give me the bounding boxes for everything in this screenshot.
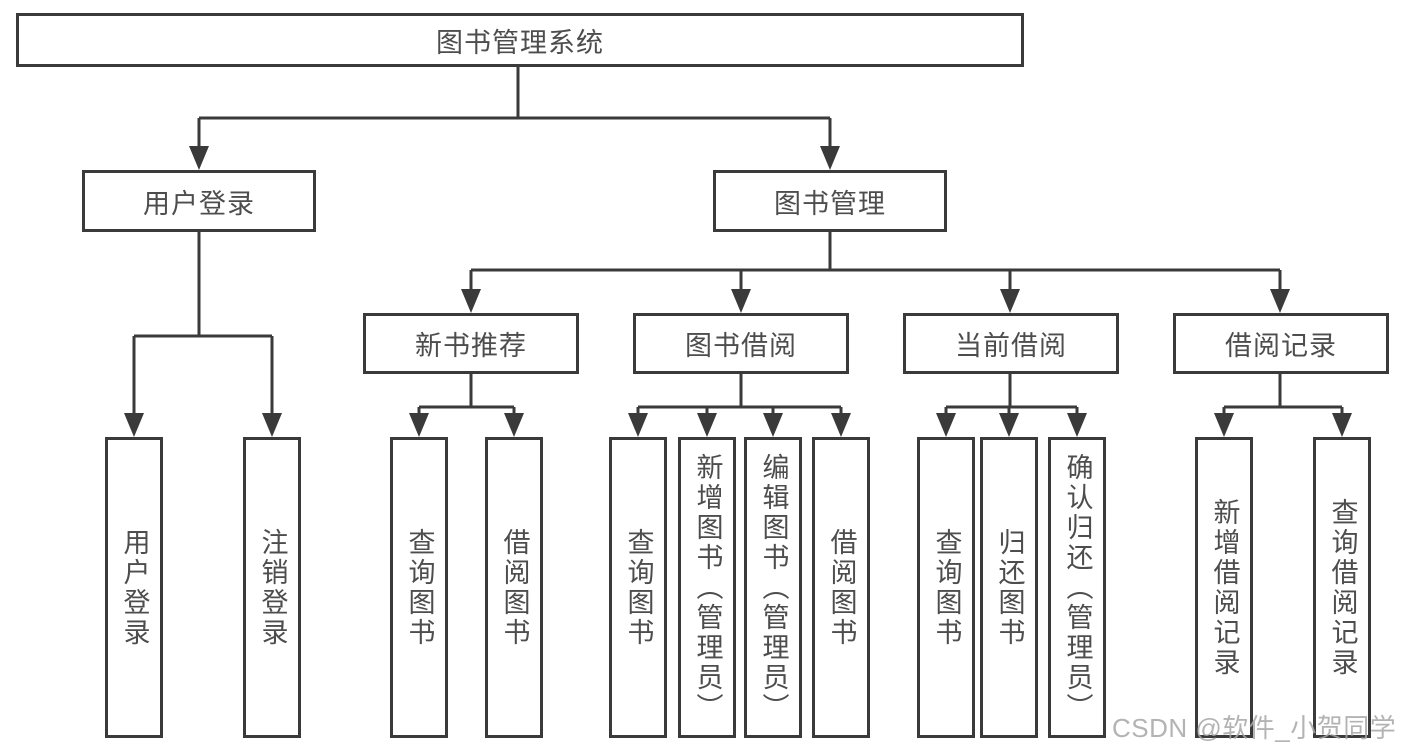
- leaf-label: 新增图书（管理员）: [692, 452, 723, 723]
- leaf-newbook-query-books: 查询图书: [390, 437, 448, 738]
- leaf-label: 查询图书: [623, 527, 654, 648]
- leaf-label: 新增借阅记录: [1209, 497, 1240, 678]
- leaf-edit-book-admin: 编辑图书（管理员）: [744, 437, 802, 738]
- node-new-book-recommend: 新书推荐: [363, 313, 579, 374]
- leaf-return-books: 归还图书: [980, 437, 1038, 738]
- node-book-management: 图书管理: [713, 170, 947, 232]
- leaf-logout: 注销登录: [243, 437, 301, 738]
- leaf-add-book-admin: 新增图书（管理员）: [678, 437, 736, 738]
- leaf-label: 用户登录: [119, 527, 150, 648]
- leaf-user-login: 用户登录: [105, 437, 163, 738]
- leaf-label: 查询图书: [404, 527, 435, 648]
- csdn-watermark: CSDN @软件_小贺同学: [1112, 713, 1397, 743]
- leaf-label: 注销登录: [257, 527, 288, 648]
- leaf-label: 查询图书: [931, 527, 962, 648]
- leaf-current-query-books: 查询图书: [917, 437, 975, 738]
- node-current-borrowing: 当前借阅: [903, 313, 1119, 374]
- leaf-label: 借阅图书: [499, 527, 530, 648]
- leaf-label: 归还图书: [994, 527, 1025, 648]
- leaf-label: 查询借阅记录: [1327, 497, 1358, 678]
- leaf-label: 借阅图书: [826, 527, 857, 648]
- node-library-management-system: 图书管理系统: [16, 13, 1024, 67]
- leaf-add-borrow-record: 新增借阅记录: [1195, 437, 1253, 738]
- leaf-query-borrow-record: 查询借阅记录: [1313, 437, 1371, 738]
- leaf-borrowing-borrow-books: 借阅图书: [812, 437, 870, 738]
- node-borrow-records: 借阅记录: [1173, 313, 1389, 374]
- leaf-confirm-return-admin: 确认归还（管理员）: [1048, 437, 1106, 738]
- arrowheads: [124, 146, 1352, 437]
- leaf-borrowing-query-books: 查询图书: [609, 437, 667, 738]
- leaf-label: 确认归还（管理员）: [1062, 452, 1093, 723]
- node-book-borrowing: 图书借阅: [633, 313, 849, 374]
- node-user-login: 用户登录: [82, 170, 316, 232]
- leaf-label: 编辑图书（管理员）: [758, 452, 789, 723]
- leaf-newbook-borrow-books: 借阅图书: [485, 437, 543, 738]
